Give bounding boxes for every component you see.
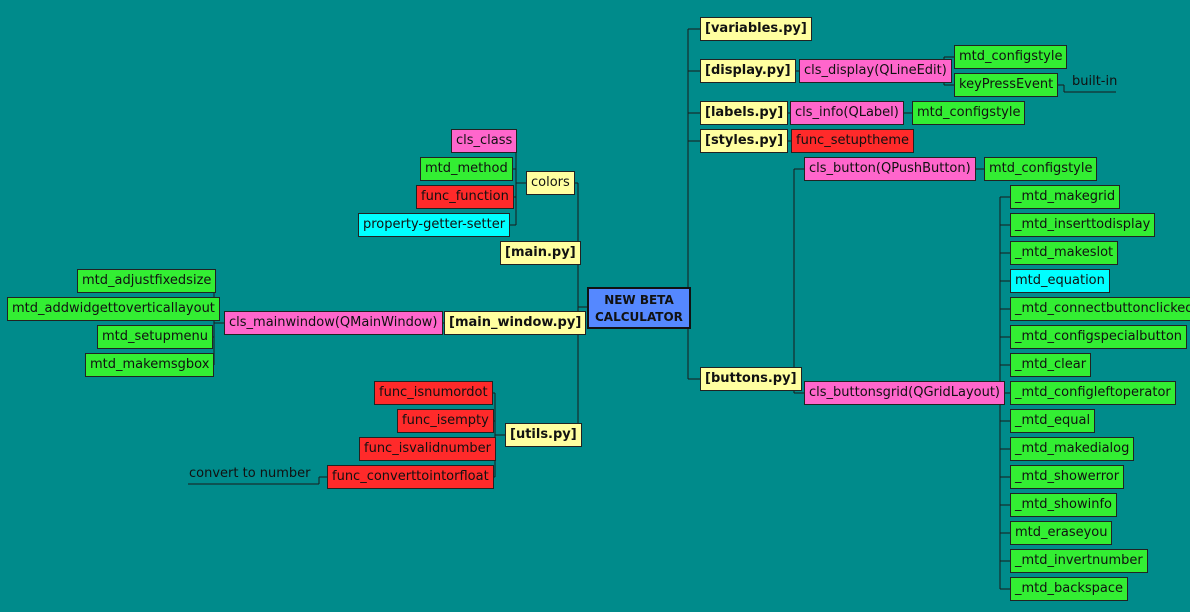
grid-method-item: _mtd_inserttodisplay: [1010, 213, 1156, 237]
grid-method-item: mtd_equation: [1010, 269, 1110, 293]
root-node: NEW BETA CALCULATOR: [587, 287, 691, 329]
grid-method-item: _mtd_configspecialbutton: [1010, 325, 1188, 349]
file-buttons: [buttons.py]: [700, 367, 802, 391]
display-method-configstyle: mtd_configstyle: [954, 45, 1068, 69]
legend-class: cls_class: [451, 129, 518, 153]
func-converttointorfloat: func_converttointorfloat: [327, 465, 494, 489]
method-addwidgettoverticallayout: mtd_addwidgettoverticallayout: [7, 297, 220, 321]
method-adjustfixedsize: mtd_adjustfixedsize: [77, 269, 217, 293]
grid-method-item: _mtd_makegrid: [1010, 185, 1121, 209]
file-labels: [labels.py]: [700, 101, 789, 125]
class-info: cls_info(QLabel): [790, 101, 904, 125]
grid-method-item: _mtd_equal: [1010, 409, 1096, 433]
grid-method-item: _mtd_configleftoperator: [1010, 381, 1176, 405]
grid-method-item: _mtd_makeslot: [1010, 241, 1119, 265]
func-setuptheme: func_setuptheme: [791, 129, 915, 153]
grid-method-item: _mtd_makedialog: [1010, 437, 1135, 461]
file-variables: [variables.py]: [700, 17, 812, 41]
file-utils: [utils.py]: [505, 423, 582, 447]
root-line-1: NEW BETA: [604, 293, 674, 307]
labels-method-configstyle: mtd_configstyle: [912, 101, 1026, 125]
note-built-in: built-in: [1072, 74, 1118, 89]
grid-method-item: _mtd_clear: [1010, 353, 1092, 377]
grid-method-item: _mtd_backspace: [1010, 577, 1129, 601]
colors-node: colors: [526, 171, 575, 195]
func-isempty: func_isempty: [397, 409, 494, 433]
file-main-window: [main_window.py]: [444, 311, 587, 335]
note-convert-to-number: convert to number: [189, 466, 311, 481]
file-display: [display.py]: [700, 59, 796, 83]
func-isvalidnumber: func_isvalidnumber: [359, 437, 496, 461]
display-method-keypressevent: keyPressEvent: [954, 73, 1059, 97]
class-mainwindow: cls_mainwindow(QMainWindow): [224, 311, 443, 335]
method-makemsgbox: mtd_makemsgbox: [85, 353, 215, 377]
class-display: cls_display(QLineEdit): [799, 59, 952, 83]
grid-method-item: _mtd_showerror: [1010, 465, 1125, 489]
legend-function: func_function: [416, 185, 514, 209]
class-button: cls_button(QPushButton): [804, 157, 976, 181]
legend-method: mtd_method: [420, 157, 513, 181]
file-main: [main.py]: [500, 241, 581, 265]
func-isnumordot: func_isnumordot: [374, 381, 493, 405]
class-buttonsgrid: cls_buttonsgrid(QGridLayout): [804, 381, 1005, 405]
root-line-2: CALCULATOR: [595, 310, 683, 324]
grid-method-item: _mtd_invertnumber: [1010, 549, 1148, 573]
button-method-configstyle: mtd_configstyle: [984, 157, 1098, 181]
grid-method-item: _mtd_showinfo: [1010, 493, 1117, 517]
grid-method-item: _mtd_connectbuttonclicked: [1010, 297, 1190, 321]
legend-property: property-getter-setter: [358, 213, 511, 237]
grid-method-item: mtd_eraseyou: [1010, 521, 1113, 545]
method-setupmenu: mtd_setupmenu: [97, 325, 214, 349]
file-styles: [styles.py]: [700, 129, 789, 153]
